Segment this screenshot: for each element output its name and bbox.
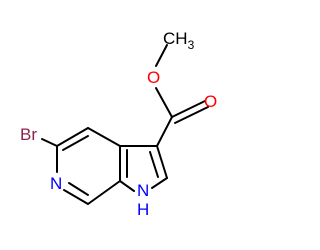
bond-methyl-oxygen	[155, 44, 168, 67]
atom-ester-oxygen: O	[147, 68, 160, 87]
bond-n1-c7a	[119, 180, 135, 192]
methyl-subscript: 3	[188, 38, 195, 52]
bond-c4-c5	[56, 127, 89, 147]
bond-c3-c2-inner	[149, 151, 159, 178]
atom-labels: CH3 O O Br N N H	[20, 29, 217, 219]
bond-n6-c7	[63, 189, 89, 205]
bond-c7-c7a	[87, 180, 121, 205]
atom-carbonyl-oxygen: O	[204, 92, 217, 111]
bond-c3-c2	[156, 145, 168, 179]
atom-bromine: Br	[20, 125, 37, 144]
atom-methyl-label: CH3	[163, 29, 195, 52]
bond-carbonyl-c3	[156, 116, 173, 147]
atom-pyrrole-hydrogen: H	[137, 200, 149, 219]
bond-carbonyl-double-b	[174, 106, 209, 124]
molecule-drawing: CH3 O O Br N N H	[20, 29, 217, 219]
bond-c5-bromine	[41, 138, 58, 147]
bond-c4-c5-inner	[62, 135, 89, 151]
atom-pyrrole-nitrogen: N	[137, 181, 149, 200]
bond-c3a-c4	[87, 127, 121, 147]
bond-n6-c7-inner	[68, 182, 89, 196]
structure-diagram: CH3 O O Br N N H	[20, 29, 217, 219]
bonds	[41, 44, 209, 205]
atom-pyridine-nitrogen: N	[50, 174, 62, 193]
bond-c2-n1	[151, 177, 168, 189]
bond-carbonyl-double-a	[171, 100, 206, 118]
bond-oxygen-carbonyl-carbon	[155, 87, 173, 118]
methyl-ch: CH	[163, 29, 188, 48]
